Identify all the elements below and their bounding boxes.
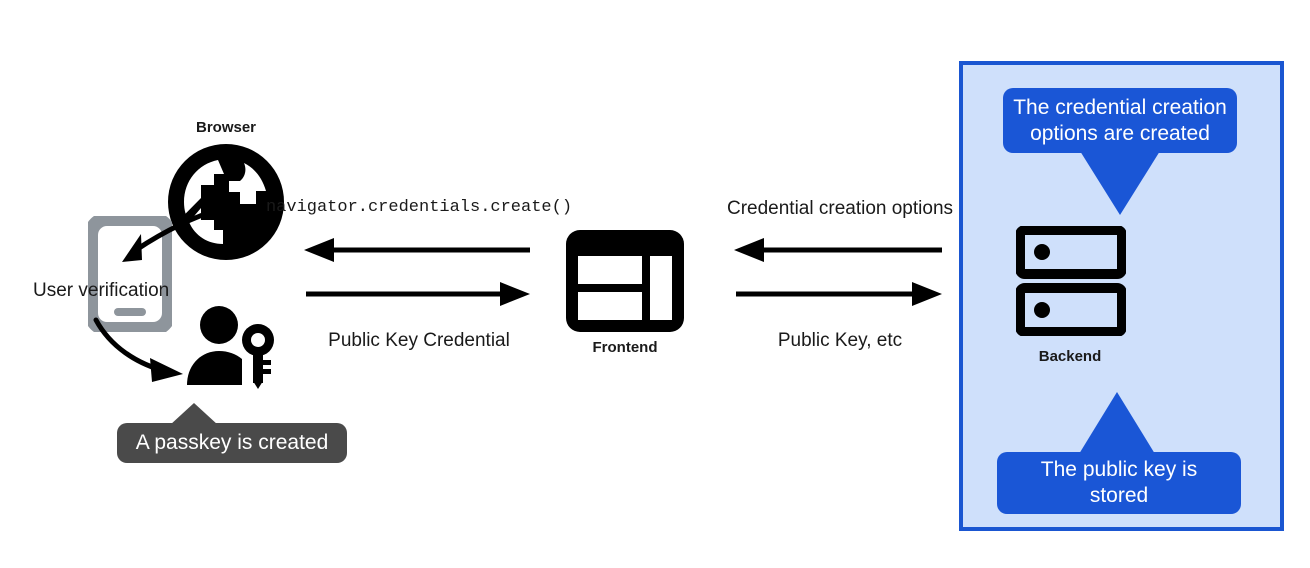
- phone-to-person-arrow: [88, 316, 208, 392]
- server-rack-icon: [1015, 225, 1127, 337]
- passkey-callout-tail: [170, 403, 218, 425]
- browser-caption: Browser: [195, 119, 257, 136]
- frontend-caption: Frontend: [592, 339, 658, 356]
- credential-creation-options-label: Credential creation options: [726, 198, 954, 219]
- credential-options-created-callout: The credential creation options are crea…: [1003, 88, 1237, 153]
- frontend-backend-arrows: [730, 236, 946, 308]
- browser-frontend-arrows: [300, 236, 536, 308]
- public-key-etc-label: Public Key, etc: [777, 330, 903, 351]
- credential-options-created-callout-text: The credential creation options are crea…: [1013, 95, 1227, 145]
- credential-options-callout-tail: [1080, 151, 1160, 215]
- globe-icon: [168, 144, 284, 260]
- passkey-created-callout-text: A passkey is created: [135, 431, 329, 455]
- mobile-phone-icon: [84, 212, 176, 336]
- public-key-credential-label: Public Key Credential: [328, 330, 510, 351]
- browser-to-phone-arrow: [96, 200, 226, 280]
- public-key-stored-callout: The public key is stored: [997, 452, 1241, 514]
- backend-caption: Backend: [1038, 348, 1102, 365]
- public-key-stored-callout-tail: [1079, 392, 1155, 454]
- person-with-key-icon: [185, 305, 281, 389]
- passkey-created-callout: A passkey is created: [117, 423, 347, 463]
- navigator-create-label: navigator.credentials.create(): [265, 198, 573, 217]
- public-key-stored-callout-text: The public key is stored: [1040, 458, 1198, 507]
- browser-window-layout-icon: [566, 230, 684, 332]
- user-verification-label: User verification: [33, 280, 170, 301]
